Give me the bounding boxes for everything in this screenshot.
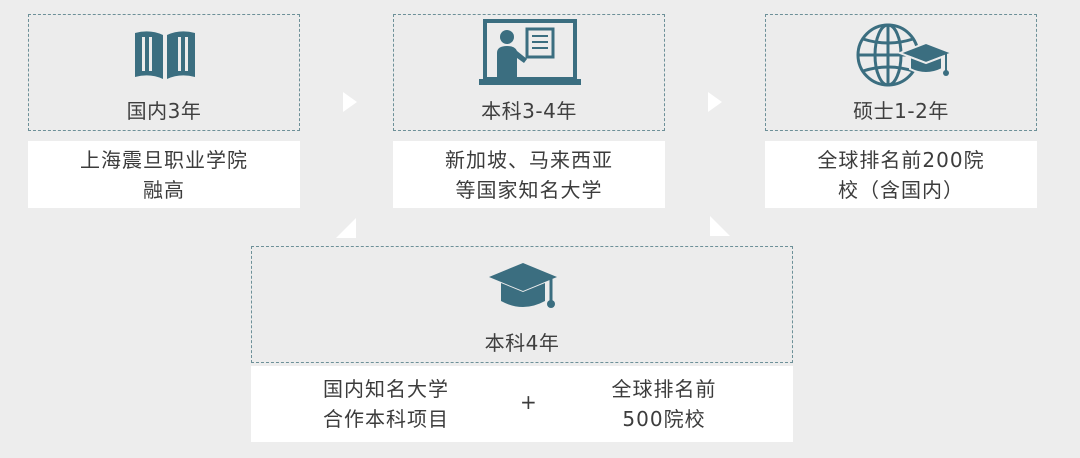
- plus-sign: +: [520, 390, 537, 414]
- alternative-left-line-2: 合作本科项目: [323, 407, 449, 431]
- arrow-right-icon: [708, 92, 722, 112]
- stage-desc-box-2: 新加坡、马来西亚 等国家知名大学: [393, 141, 665, 208]
- stage-card-2-header: 本科3-4年: [393, 14, 665, 131]
- arrow-down-right-icon: [710, 216, 730, 236]
- arrow-up-left-icon: [336, 218, 356, 238]
- graduation-cap-icon: [489, 263, 557, 308]
- stage-label-1: 国内3年: [126, 99, 202, 123]
- stage-desc-2-line-1: 新加坡、马来西亚: [445, 147, 613, 172]
- stage-desc-2: 新加坡、马来西亚 等国家知名大学: [445, 145, 613, 205]
- alternative-right-line-1: 全球排名前: [611, 377, 717, 401]
- alternative-left-line-1: 国内知名大学: [323, 377, 449, 401]
- stage-desc-3: 全球排名前200院 校（含国内）: [817, 145, 984, 205]
- stage-label-2: 本科3-4年: [481, 99, 577, 123]
- stage-desc-box-3: 全球排名前200院 校（含国内）: [765, 141, 1037, 208]
- alternative-card-header: 本科4年: [251, 246, 793, 363]
- stage-desc-1: 上海震旦职业学院 融高: [80, 145, 248, 205]
- book-icon: [135, 31, 195, 79]
- stage-card-3-header: 硕士1-2年: [765, 14, 1037, 131]
- alternative-label: 本科4年: [484, 331, 560, 355]
- globe-graduation-cap-icon: [856, 23, 954, 87]
- stage-card-1-header: 国内3年: [28, 14, 300, 131]
- alternative-desc-left: 国内知名大学 合作本科项目: [291, 374, 481, 434]
- stage-label-3: 硕士1-2年: [853, 99, 949, 123]
- alternative-card: 本科4年 国内知名大学 合作本科项目 + 全球排名前 500院校: [251, 246, 793, 442]
- stage-card-3: 硕士1-2年 全球排名前200院 校（含国内）: [765, 14, 1037, 208]
- stage-desc-1-line-1: 上海震旦职业学院: [80, 147, 248, 172]
- stage-card-1: 国内3年 上海震旦职业学院 融高: [28, 14, 300, 208]
- teacher-presentation-icon: [479, 19, 581, 85]
- stage-desc-3-line-1: 全球排名前200院: [817, 147, 985, 172]
- stage-desc-1-line-2: 融高: [143, 177, 185, 202]
- alternative-right-line-2: 500院校: [622, 407, 706, 431]
- arrow-right-icon: [343, 92, 357, 112]
- stage-desc-box-1: 上海震旦职业学院 融高: [28, 141, 300, 208]
- stage-desc-2-line-2: 等国家知名大学: [455, 177, 603, 202]
- alternative-desc-box: 国内知名大学 合作本科项目 + 全球排名前 500院校: [251, 366, 793, 442]
- stage-desc-3-line-2: 校（含国内）: [838, 177, 964, 202]
- stage-card-2: 本科3-4年 新加坡、马来西亚 等国家知名大学: [393, 14, 665, 208]
- alternative-desc-right: 全球排名前 500院校: [569, 374, 759, 434]
